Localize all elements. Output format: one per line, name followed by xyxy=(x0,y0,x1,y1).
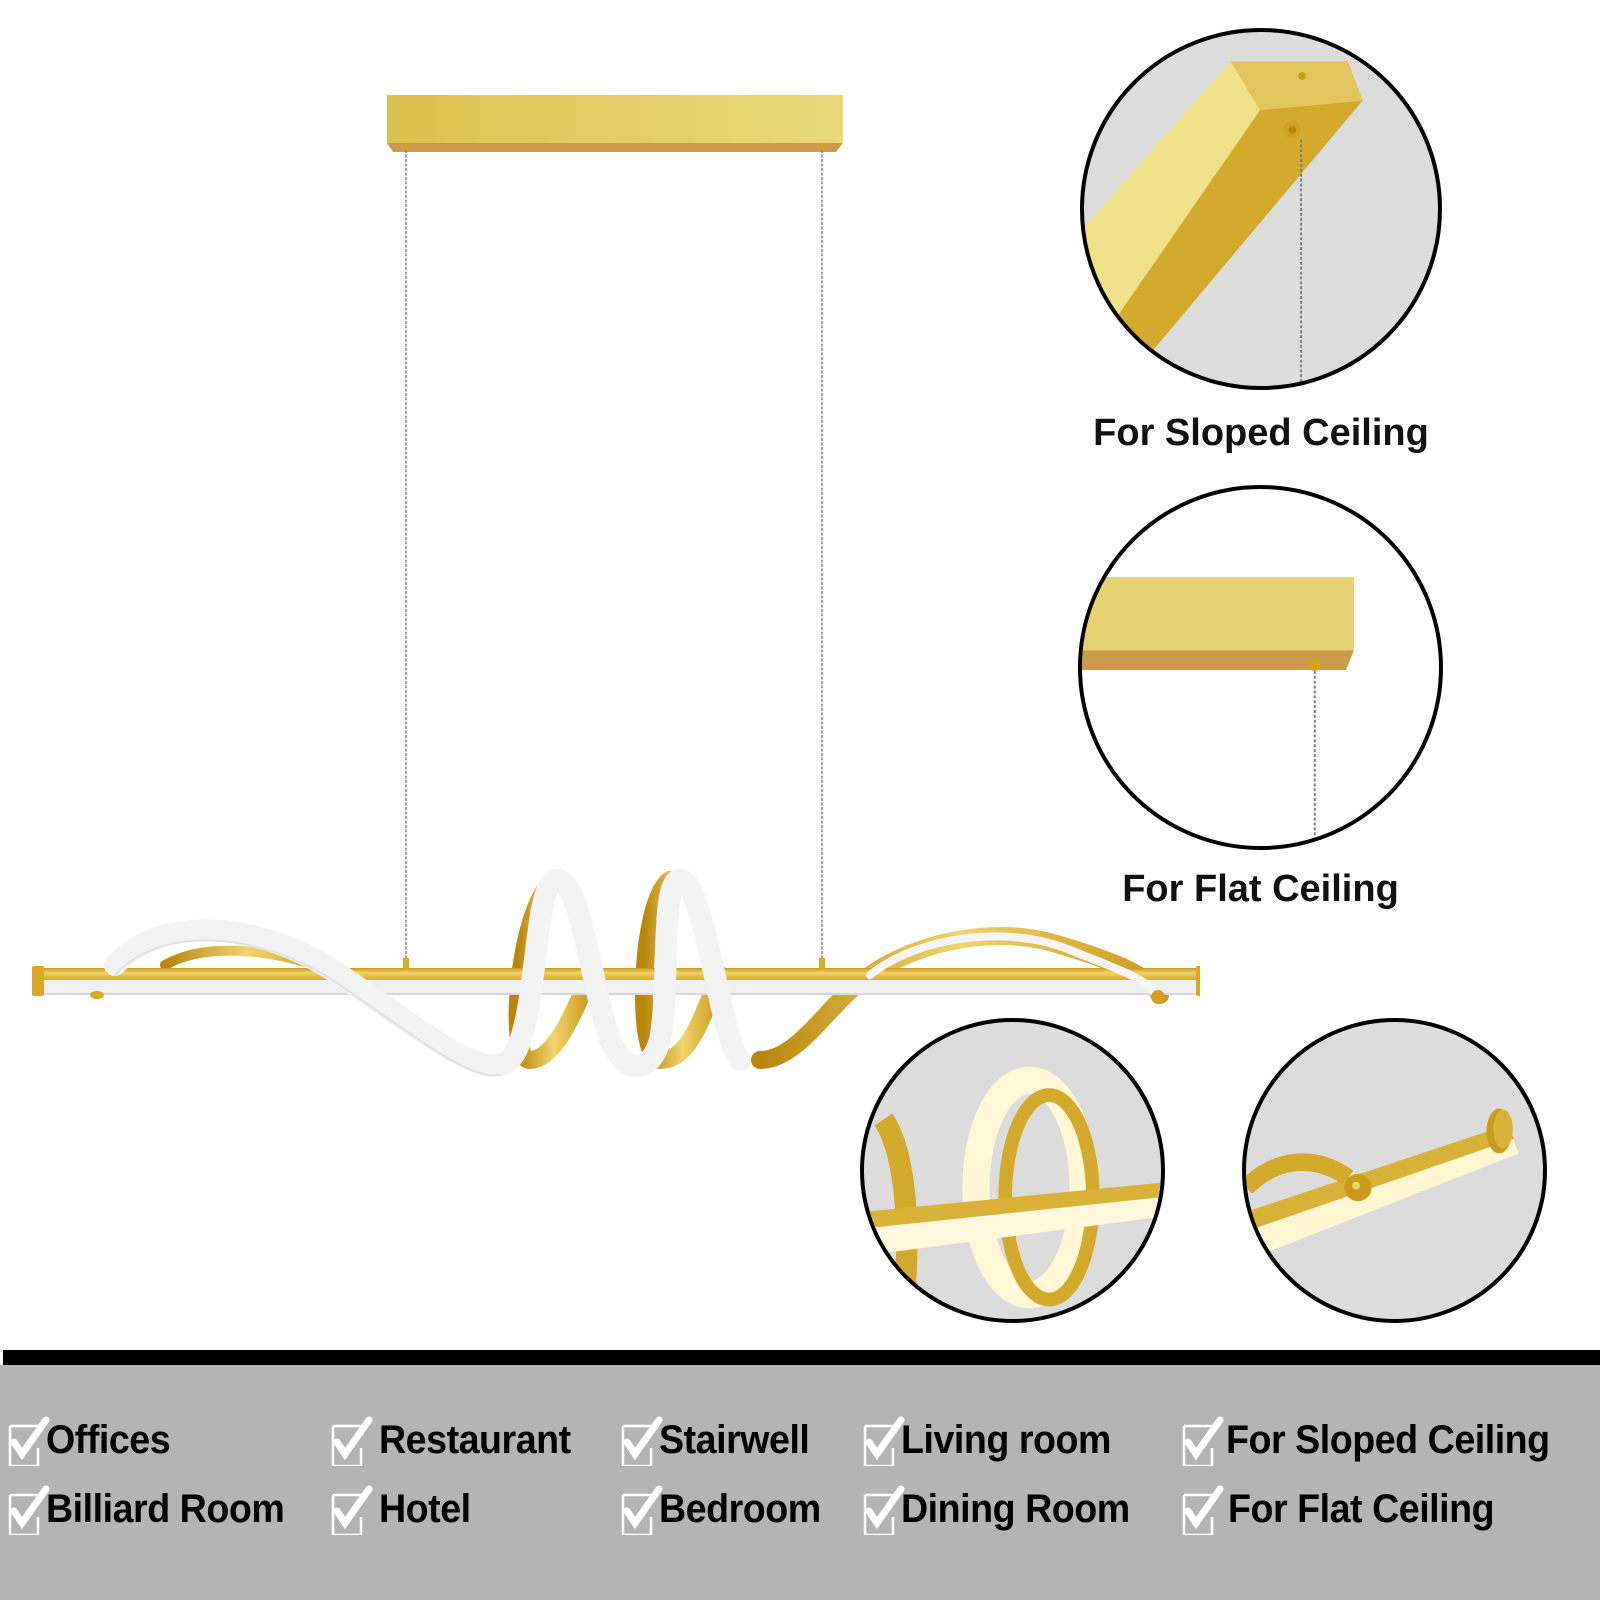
sloped-mount-illustration xyxy=(1084,61,1363,386)
section-divider xyxy=(3,1350,1600,1365)
feature-label: For Sloped Ceiling xyxy=(1226,1418,1550,1462)
checkbox-checked-icon xyxy=(863,1485,905,1535)
checkbox-checked-icon xyxy=(8,1416,50,1466)
feature-living-room: Living room xyxy=(863,1400,1124,1466)
spiral-closeup-illustration xyxy=(864,1066,1161,1316)
flat-ceiling-label: For Flat Ceiling xyxy=(1122,868,1399,910)
feature-restaurant: Restaurant xyxy=(331,1400,583,1466)
feature-offices: Offices xyxy=(8,1400,178,1466)
checkbox-checked-icon xyxy=(863,1416,905,1466)
checkbox-checked-icon xyxy=(1182,1485,1224,1535)
feature-label: For Flat Ceiling xyxy=(1228,1487,1495,1531)
flat-ceiling-detail xyxy=(1078,485,1443,850)
sloped-ceiling-label: For Sloped Ceiling xyxy=(1093,412,1429,454)
feature-label: Billiard Room xyxy=(46,1487,285,1531)
suspension-cables xyxy=(405,150,823,962)
feature-label: Offices xyxy=(46,1418,171,1462)
feature-label: Bedroom xyxy=(659,1487,821,1531)
checkbox-checked-icon xyxy=(8,1485,50,1535)
end-cap-closeup-detail xyxy=(1242,1018,1547,1323)
feature-billiard-room: Billiard Room xyxy=(8,1469,300,1535)
spiral-closeup-detail xyxy=(860,1018,1165,1323)
feature-label: Restaurant xyxy=(379,1418,571,1462)
product-image-area: For Sloped Ceiling For Flat Ceiling xyxy=(32,28,1547,1323)
ceiling-canopy xyxy=(387,95,843,152)
feature-label: Hotel xyxy=(379,1487,471,1531)
feature-hotel: Hotel xyxy=(331,1469,477,1535)
feature-label: Dining Room xyxy=(901,1487,1130,1531)
feature-stairwell: Stairwell xyxy=(621,1400,819,1466)
spiral-led-front xyxy=(104,868,1165,1078)
feature-bedroom: Bedroom xyxy=(621,1469,831,1535)
feature-sloped-ceiling: For Sloped Ceiling xyxy=(1182,1400,1570,1466)
horizontal-led-bar xyxy=(32,958,1200,999)
checkbox-checked-icon xyxy=(1182,1416,1224,1466)
checkbox-checked-icon xyxy=(331,1416,373,1466)
sloped-ceiling-detail xyxy=(1080,28,1442,390)
use-cases-panel: Offices Billiard Room Restaurant Hotel S… xyxy=(0,1365,1600,1600)
flat-mount-illustration xyxy=(1082,577,1354,846)
checkbox-checked-icon xyxy=(621,1416,663,1466)
feature-flat-ceiling: For Flat Ceiling xyxy=(1182,1469,1511,1535)
pendant-light-illustration xyxy=(32,95,1200,1078)
checkbox-checked-icon xyxy=(331,1485,373,1535)
feature-label: Living room xyxy=(901,1418,1111,1462)
feature-dining-room: Dining Room xyxy=(863,1469,1144,1535)
checkbox-checked-icon xyxy=(621,1485,663,1535)
end-cap-illustration xyxy=(1246,1108,1519,1261)
feature-label: Stairwell xyxy=(659,1418,810,1462)
